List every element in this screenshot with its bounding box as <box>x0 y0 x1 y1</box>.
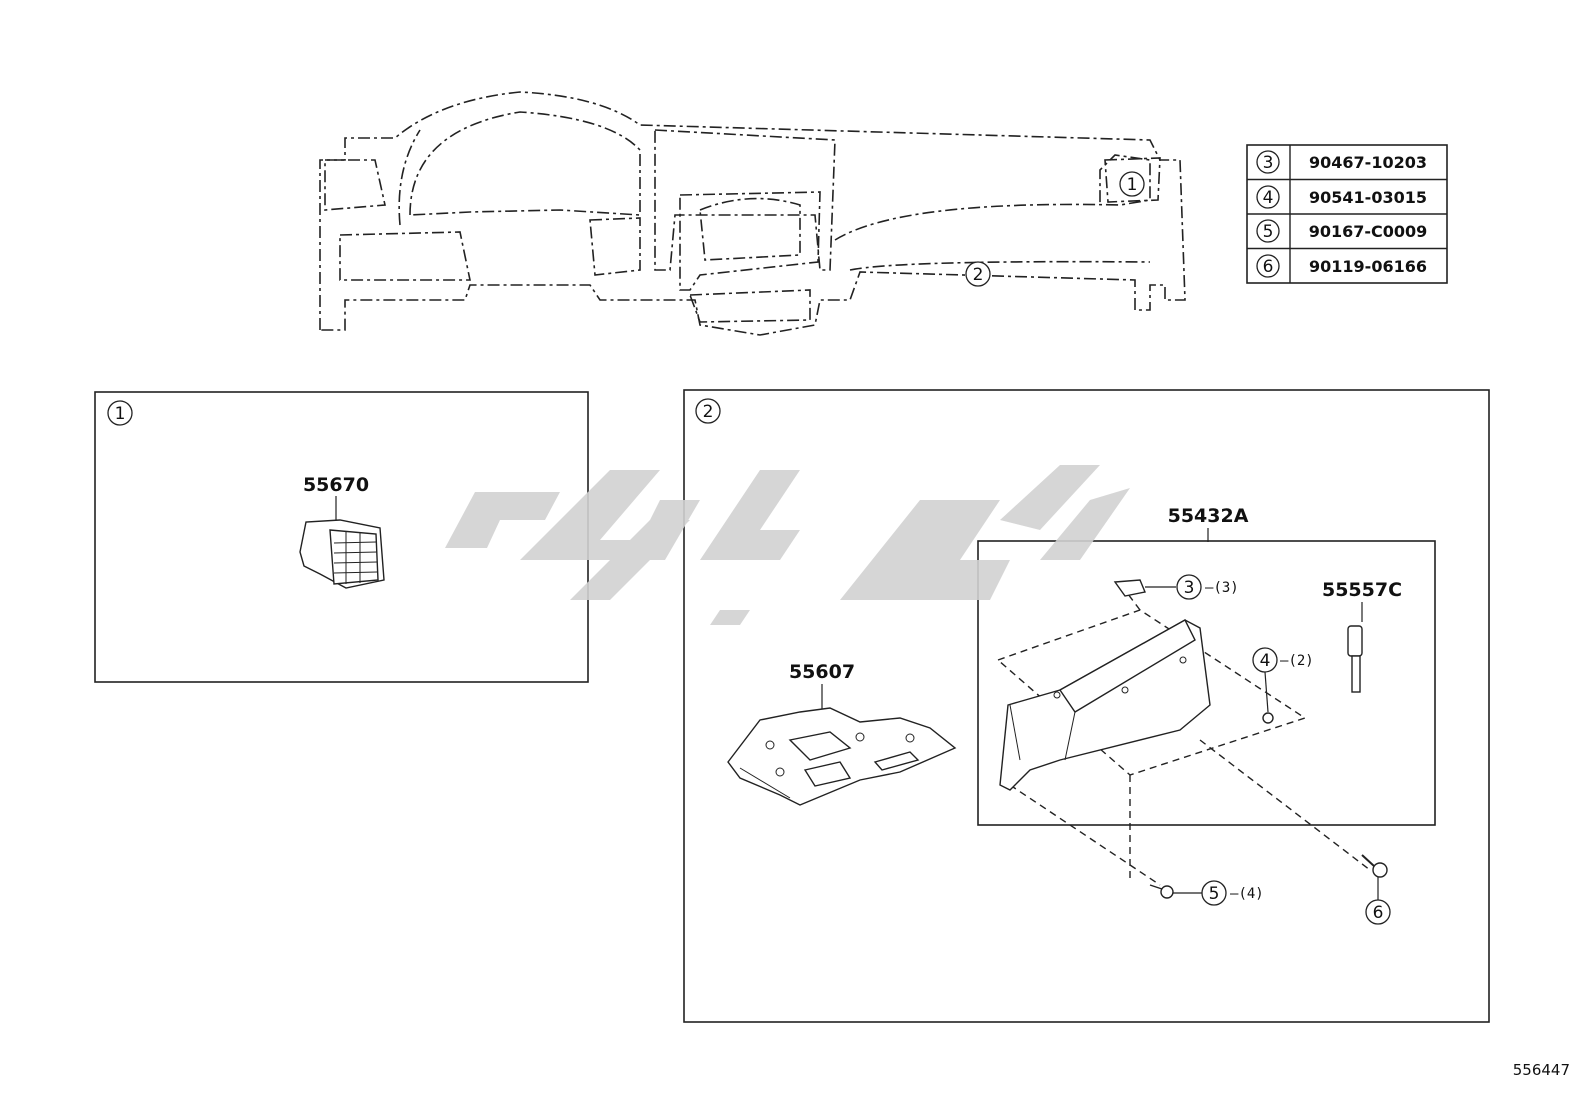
callout-4-qty: –(2) <box>1280 653 1314 669</box>
part-label-55670: 55670 <box>303 474 369 496</box>
callout-6: 6 <box>1373 903 1384 923</box>
under-cover-part <box>727 707 957 806</box>
glove-box-part <box>999 619 1211 791</box>
callout-5: 5 <box>1209 884 1220 904</box>
nut-part <box>1262 712 1274 724</box>
callout-4: 4 <box>1260 651 1271 671</box>
panel-2-tag: 2 <box>703 402 714 422</box>
callout-5-qty: –(4) <box>1230 886 1264 902</box>
part-label-55557C: 55557C <box>1322 579 1402 601</box>
part-label-55432A: 55432A <box>1168 505 1249 527</box>
clip-part <box>1113 579 1146 597</box>
air-vent-part <box>299 519 385 589</box>
table-partno-4: 90541-03015 <box>1309 188 1427 207</box>
dashboard-overview-outline <box>319 91 1186 336</box>
table-partno-3: 90467-10203 <box>1309 153 1427 172</box>
table-ref-3: 3 <box>1263 153 1274 173</box>
pin-part <box>1347 625 1363 693</box>
panel-2-frame <box>683 389 1490 1023</box>
panel-1-tag: 1 <box>115 404 126 424</box>
table-partno-5: 90167-C0009 <box>1309 222 1428 241</box>
table-ref-5: 5 <box>1263 222 1274 242</box>
glovebox-group-frame <box>977 540 1436 826</box>
overview-callout-2: 2 <box>973 265 984 285</box>
table-ref-6: 6 <box>1263 257 1274 277</box>
part-label-55607: 55607 <box>789 661 855 683</box>
screw-5-part <box>1149 884 1174 899</box>
table-partno-6: 90119-06166 <box>1309 257 1427 276</box>
bolt-6-part <box>1361 854 1388 878</box>
diagram-id: 556447 <box>1512 1061 1570 1079</box>
table-ref-4: 4 <box>1263 188 1274 208</box>
callout-3: 3 <box>1184 578 1195 598</box>
overview-callout-1: 1 <box>1127 175 1138 195</box>
callout-3-qty: –(3) <box>1205 580 1239 596</box>
watermark-logo <box>445 465 1130 625</box>
parts-table: 3 90467-10203 4 90541-03015 5 90167-C000… <box>1246 144 1448 284</box>
